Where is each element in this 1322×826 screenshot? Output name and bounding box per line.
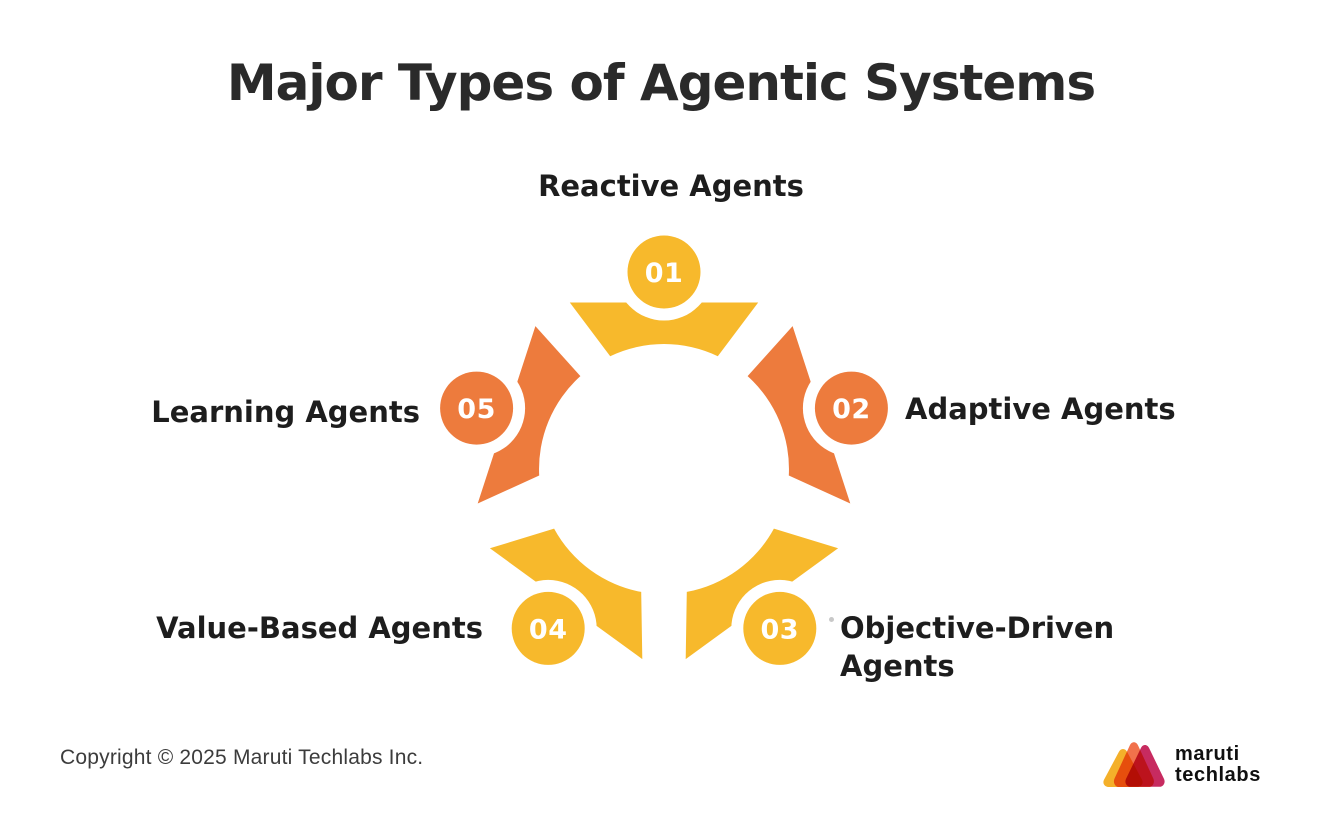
page-title: Major Types of Agentic Systems [226, 54, 1096, 112]
node-number-01: 01 [645, 258, 684, 289]
logo-wordmark: maruti techlabs [1175, 744, 1261, 786]
copyright-text: Copyright © 2025 Maruti Techlabs Inc. [60, 746, 424, 769]
label-value-based-agents: Value-Based Agents [156, 610, 483, 645]
maruti-techlabs-logo: maruti techlabs [1102, 741, 1261, 789]
node-circle-01 [627, 235, 701, 309]
label-objective-driven-agents: Objective-Driven Agents [840, 611, 1115, 684]
stray-dot [829, 617, 834, 622]
node-number-03: 03 [761, 614, 800, 645]
logo-text-line1: maruti [1175, 743, 1240, 765]
logo-triangles-icon [1103, 742, 1165, 788]
logo-text-line2: techlabs [1175, 764, 1261, 786]
node-number-05: 05 [457, 394, 496, 425]
label-learning-agents: Learning Agents [151, 394, 420, 429]
label-adaptive-agents: Adaptive Agents [905, 391, 1176, 426]
node-number-04: 04 [529, 614, 568, 645]
node-circle-05 [440, 371, 514, 445]
label-reactive-agents: Reactive Agents [538, 168, 804, 203]
node-circle-02 [814, 371, 888, 445]
logo-triangle-magenta [1125, 745, 1165, 787]
node-circle-04 [511, 591, 585, 665]
ring-segment-02 [747, 326, 851, 504]
ring-segment-05 [477, 326, 581, 504]
node-circle-03 [743, 591, 817, 665]
ring-segment-01 [569, 302, 759, 357]
node-number-02: 02 [832, 394, 871, 425]
